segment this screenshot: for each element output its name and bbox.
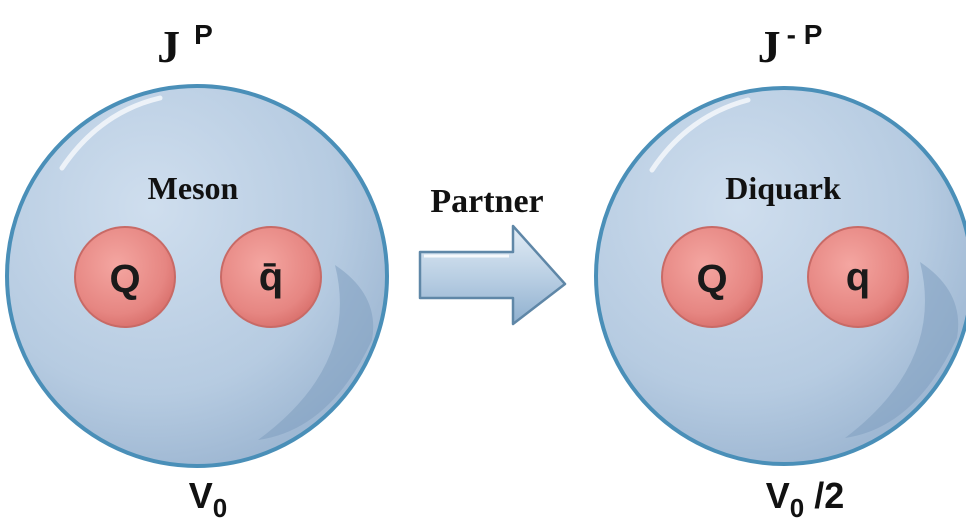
quark-label: q: [846, 255, 870, 299]
diquark-spin-parity: J- P: [758, 19, 823, 72]
sphere-shadow: [258, 265, 374, 440]
diquark-label: Diquark: [725, 170, 841, 206]
meson-sphere: [5, 84, 389, 468]
quark-q-right: q: [807, 226, 909, 328]
antiquark-label: q̄: [259, 255, 283, 299]
quark-label: Q: [109, 257, 140, 301]
antiquark-qbar: q̄: [220, 226, 322, 328]
sphere-highlight: [59, 95, 163, 171]
sphere-shadow: [845, 262, 959, 438]
partner-label: Partner: [430, 183, 543, 220]
diquark-sphere: [594, 86, 966, 466]
sphere-highlight: [649, 97, 751, 173]
meson-potential: V0: [189, 475, 227, 519]
diquark-potential: V0 /2: [766, 475, 845, 519]
quark-label: Q: [696, 257, 727, 301]
quark-Q-right: Q: [661, 226, 763, 328]
meson-label: Meson: [148, 170, 239, 206]
partner-arrow-icon: [418, 224, 567, 326]
quark-Q-left: Q: [74, 226, 176, 328]
